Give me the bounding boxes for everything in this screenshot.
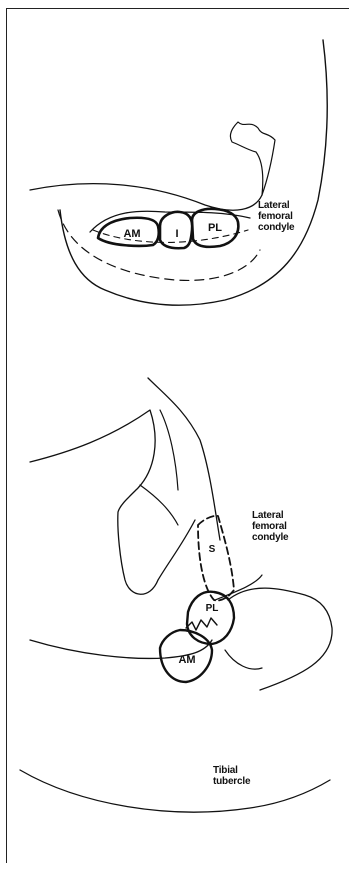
bottom-pl-label: PL	[200, 603, 224, 614]
top-panel-drawing	[30, 40, 327, 305]
bottom-condyle-line-2: femoral	[252, 521, 288, 532]
upper-wedge-inner	[160, 410, 178, 490]
top-i-label: I	[170, 228, 184, 240]
right-condyle-curve	[228, 588, 332, 690]
femoral-outer-outline	[60, 40, 327, 305]
top-condyle-line-1: Lateral	[258, 200, 294, 211]
tibia-bottom-curve	[20, 770, 330, 812]
notch-irregular-contour	[230, 122, 275, 195]
condyle-dashed-boundary	[58, 210, 260, 280]
tibial-line-2: tubercle	[213, 776, 250, 787]
bottom-panel-drawing	[20, 378, 332, 812]
top-condyle-label: Lateral femoral condyle	[258, 200, 294, 233]
bottom-condyle-line-3: condyle	[252, 532, 288, 543]
top-condyle-line-3: condyle	[258, 222, 294, 233]
lateral-sweep-line	[148, 378, 220, 540]
top-pl-label: PL	[203, 222, 227, 234]
bottom-am-label: AM	[172, 654, 202, 666]
wedge-lower-edge	[140, 485, 178, 525]
bottom-condyle-line-1: Lateral	[252, 510, 288, 521]
tibial-tubercle-label: Tibial tubercle	[213, 765, 250, 787]
mid-right-line	[215, 575, 262, 600]
top-condyle-line-2: femoral	[258, 211, 294, 222]
notch-roof-line	[30, 184, 262, 211]
tear-line	[186, 618, 217, 630]
tibial-line-1: Tibial	[213, 765, 250, 776]
inner-right-curve	[225, 650, 262, 669]
bottom-s-label: S	[205, 544, 219, 555]
bottom-condyle-label: Lateral femoral condyle	[252, 510, 288, 543]
top-am-label: AM	[117, 228, 147, 240]
bottom-s-bundle-shape	[198, 516, 234, 601]
